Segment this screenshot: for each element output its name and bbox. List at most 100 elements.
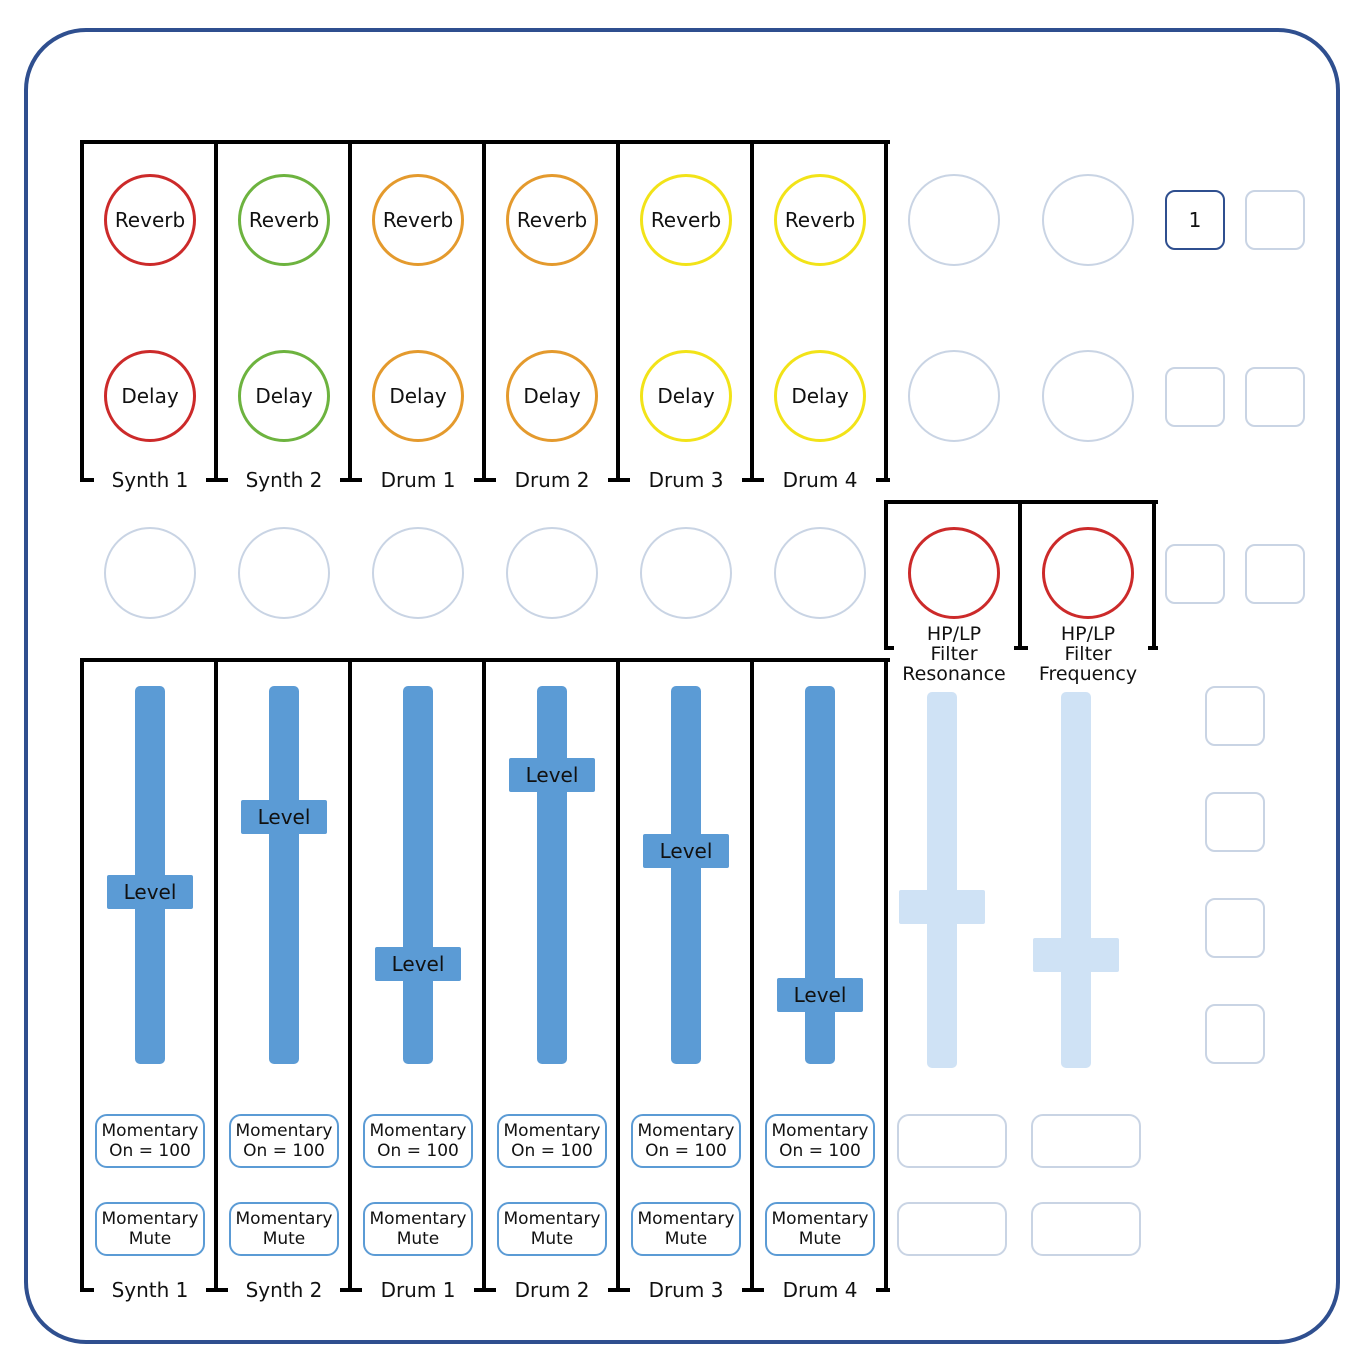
pad-label-line: Mute [798, 1229, 842, 1249]
unassigned-pad[interactable] [1031, 1114, 1141, 1168]
filter-knob-frequency[interactable] [1042, 527, 1134, 619]
side-button[interactable] [1205, 686, 1265, 746]
top-group-divider [348, 140, 352, 482]
reverb-knob-synth-1[interactable]: Reverb [104, 174, 196, 266]
unassigned-fader-track[interactable] [1061, 692, 1091, 1068]
side-button[interactable] [1205, 1004, 1265, 1064]
level-fader-track-drum-2[interactable] [537, 686, 567, 1064]
delay-knob-drum-1[interactable]: Delay [372, 350, 464, 442]
level-fader-cap-drum-3[interactable]: Level [643, 833, 729, 868]
delay-knob-label: Delay [657, 384, 715, 408]
reverb-knob-synth-2[interactable]: Reverb [238, 174, 330, 266]
reverb-knob-drum-4[interactable]: Reverb [774, 174, 866, 266]
level-fader-cap-drum-2[interactable]: Level [509, 758, 595, 793]
reverb-knob-drum-3[interactable]: Reverb [640, 174, 732, 266]
unassigned-knob[interactable] [640, 527, 732, 619]
bottom-group-divider [214, 658, 218, 1292]
side-button[interactable] [1205, 898, 1265, 958]
top-channel-label: Synth 1 [94, 465, 206, 495]
pad-label-line: Momentary [637, 1209, 735, 1229]
level-fader-track-synth-2[interactable] [269, 686, 299, 1064]
unassigned-knob[interactable] [104, 527, 196, 619]
delay-knob-synth-2[interactable]: Delay [238, 350, 330, 442]
level-fader-cap-drum-4[interactable]: Level [777, 978, 863, 1013]
reverb-knob-label: Reverb [114, 208, 186, 232]
filter-group-divider [1018, 500, 1022, 650]
top-group-divider [616, 140, 620, 482]
bottom-group-divider [884, 658, 888, 1292]
level-fader-cap-drum-1[interactable]: Level [375, 947, 461, 982]
bottom-channel-label: Drum 1 [362, 1275, 474, 1305]
pad-label-line: Mute [530, 1229, 574, 1249]
unassigned-pad[interactable] [897, 1202, 1007, 1256]
side-button[interactable] [1205, 792, 1265, 852]
side-button[interactable] [1165, 367, 1225, 427]
delay-knob-synth-1[interactable]: Delay [104, 350, 196, 442]
unassigned-knob[interactable] [238, 527, 330, 619]
unassigned-knob[interactable] [372, 527, 464, 619]
level-fader-track-synth-1[interactable] [135, 686, 165, 1064]
level-fader-track-drum-3[interactable] [671, 686, 701, 1064]
level-fader-cap-synth-2[interactable]: Level [241, 799, 327, 834]
top-group-divider [80, 140, 84, 482]
filter-label-line: Filter [1064, 643, 1112, 665]
level-fader-cap-synth-1[interactable]: Level [107, 875, 193, 910]
side-button[interactable] [1165, 544, 1225, 604]
unassigned-knob[interactable] [908, 174, 1000, 266]
pad-label-line: On = 100 [779, 1141, 861, 1161]
bottom-channel-label: Synth 2 [228, 1275, 340, 1305]
unassigned-knob[interactable] [1042, 350, 1134, 442]
reverb-knob-drum-1[interactable]: Reverb [372, 174, 464, 266]
unassigned-fader-cap[interactable] [899, 890, 985, 925]
level-fader-track-drum-1[interactable] [403, 686, 433, 1064]
filter-label-line: HP/LP [926, 623, 982, 645]
delay-knob-label: Delay [791, 384, 849, 408]
unassigned-fader-track[interactable] [927, 692, 957, 1068]
side-button[interactable] [1245, 367, 1305, 427]
delay-knob-drum-4[interactable]: Delay [774, 350, 866, 442]
delay-knob-drum-2[interactable]: Delay [506, 350, 598, 442]
bottom-group-divider [616, 658, 620, 1292]
bottom-group-divider [482, 658, 486, 1292]
pad-label-line: Momentary [235, 1121, 333, 1141]
side-button-1[interactable]: 1 [1165, 190, 1225, 250]
unassigned-knob[interactable] [774, 527, 866, 619]
top-group-bracket-bottom [82, 478, 890, 482]
pad-label-line: Momentary [235, 1209, 333, 1229]
pad-label-line: On = 100 [645, 1141, 727, 1161]
delay-knob-drum-3[interactable]: Delay [640, 350, 732, 442]
side-button[interactable] [1245, 190, 1305, 250]
top-channel-label: Drum 2 [496, 465, 608, 495]
reverb-knob-label: Reverb [784, 208, 856, 232]
unassigned-knob[interactable] [908, 350, 1000, 442]
unassigned-knob[interactable] [1042, 174, 1134, 266]
unassigned-fader-cap[interactable] [1033, 938, 1119, 973]
reverb-knob-drum-2[interactable]: Reverb [506, 174, 598, 266]
unassigned-pad[interactable] [1031, 1202, 1141, 1256]
filter-label-line: Resonance [902, 663, 1006, 685]
pad-label-line: Momentary [503, 1209, 601, 1229]
bottom-channel-label: Drum 2 [496, 1275, 608, 1305]
reverb-knob-label: Reverb [248, 208, 320, 232]
filter-knob-resonance[interactable] [908, 527, 1000, 619]
filter-group-divider [884, 500, 888, 650]
unassigned-pad[interactable] [897, 1114, 1007, 1168]
delay-knob-label: Delay [255, 384, 313, 408]
unassigned-knob[interactable] [506, 527, 598, 619]
side-button[interactable] [1245, 544, 1305, 604]
